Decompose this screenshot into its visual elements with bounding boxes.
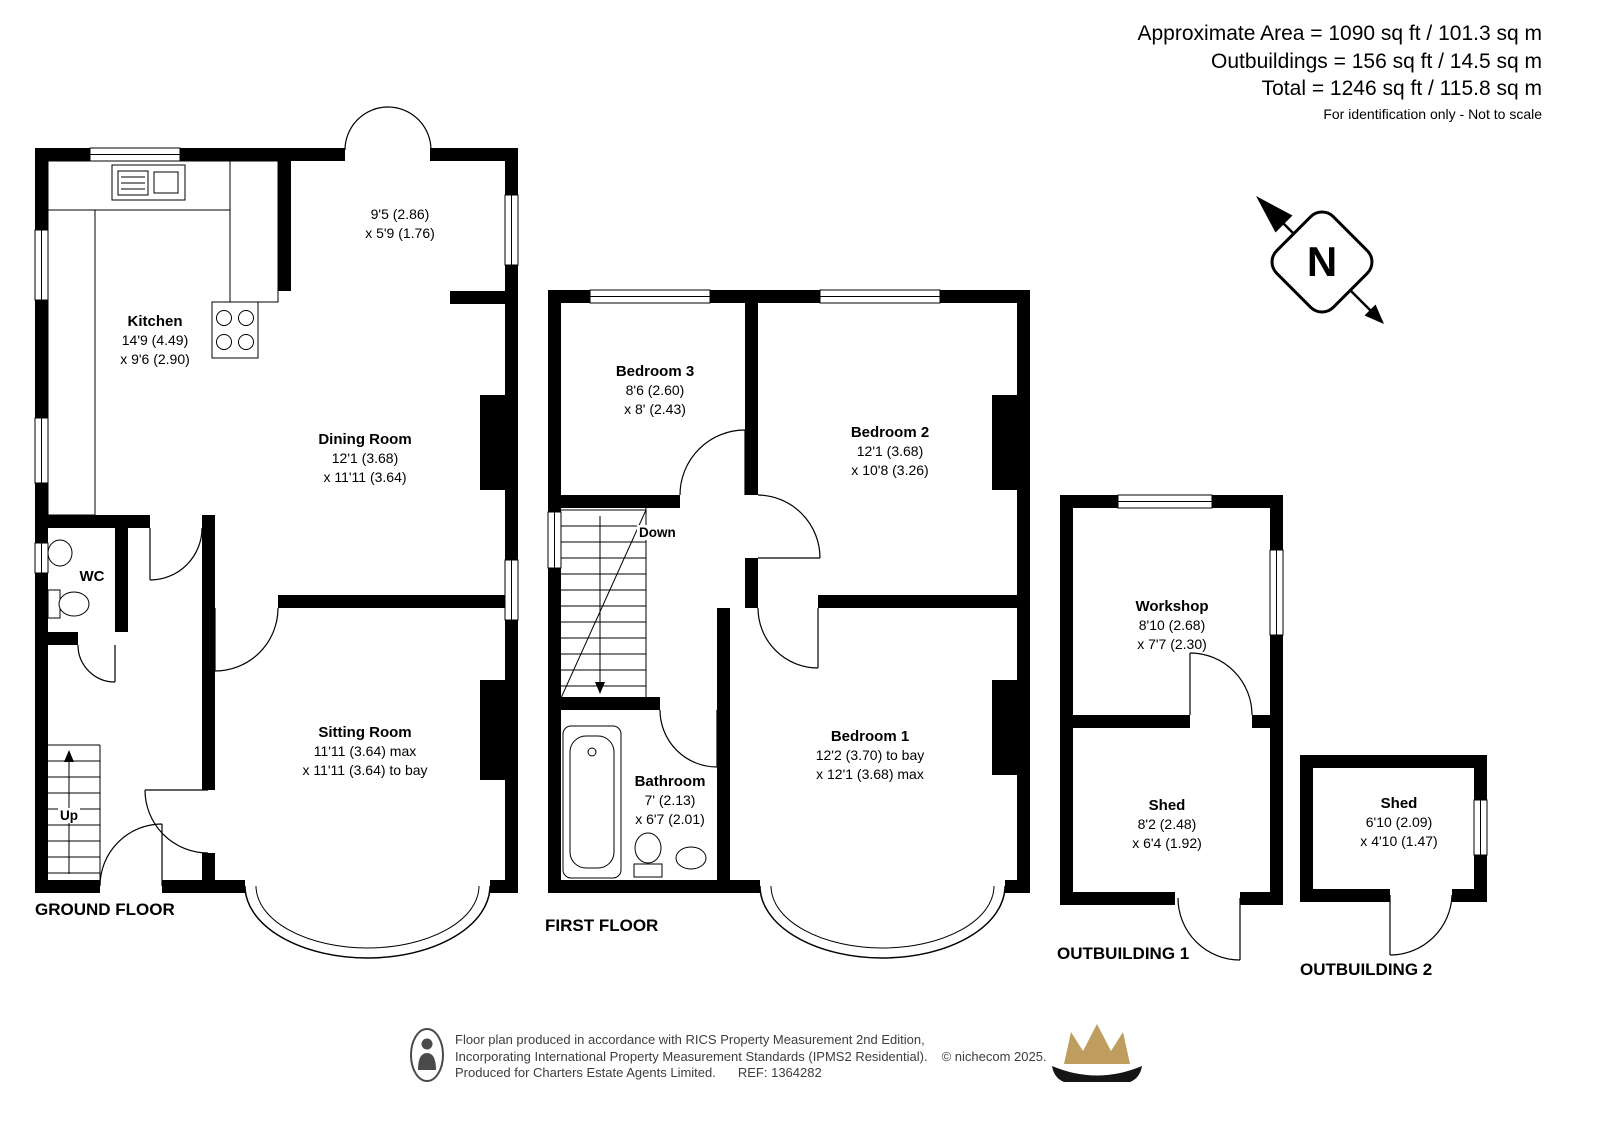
approximate-area: Approximate Area = 1090 sq ft / 101.3 sq… xyxy=(1137,22,1543,45)
footer-line2: Incorporating International Property Mea… xyxy=(455,1048,928,1064)
compass-icon: N xyxy=(1256,196,1384,324)
room-label-shed2: Shed 6'10 (2.09) x 4'10 (1.47) xyxy=(1360,795,1438,849)
footer-line1: Floor plan produced in accordance with R… xyxy=(455,1032,925,1047)
first-floor-windows xyxy=(547,289,941,569)
ground-floor-stairs xyxy=(38,744,101,880)
ground-floor-label: GROUND FLOOR xyxy=(35,900,175,919)
first-floor-walls xyxy=(548,290,1030,893)
room-label-wc: WC xyxy=(79,568,105,585)
bath-tub xyxy=(562,725,622,879)
toilet xyxy=(634,832,662,864)
outbuilding1-walls xyxy=(1060,495,1283,905)
outbuilding2-walls xyxy=(1300,755,1487,902)
room-label-rear-area: 9'5 (2.86) x 5'9 (1.76) xyxy=(365,206,435,241)
room-label-bathroom: Bathroom 7' (2.13) x 6'7 (2.01) xyxy=(634,773,706,827)
outbuilding1-label: OUTBUILDING 1 xyxy=(1057,944,1190,963)
stove xyxy=(211,301,259,359)
room-label-workshop: Workshop 8'10 (2.68) x 7'7 (2.30) xyxy=(1135,598,1209,652)
wc-basin xyxy=(47,539,73,567)
first-floor-bay-window xyxy=(759,885,1006,959)
room-label-shed1: Shed 8'2 (2.48) x 6'4 (1.92) xyxy=(1132,797,1202,851)
wc-fixtures xyxy=(47,539,90,619)
basin xyxy=(675,846,707,870)
chimney-breast xyxy=(480,680,518,780)
footer-copyright: © nichecom 2025. xyxy=(941,1048,1047,1064)
stairs-down-label: Down xyxy=(637,525,678,540)
ground-floor-doors xyxy=(77,106,432,887)
room-label-bedroom3: Bedroom 3 8'6 (2.60) x 8' (2.43) xyxy=(615,363,695,417)
chimney-breast xyxy=(480,395,518,490)
footer-ref: REF: 1364282 xyxy=(737,1065,822,1080)
outbuilding1-doors xyxy=(1177,652,1253,961)
scale-disclaimer: For identification only - Not to scale xyxy=(1323,105,1542,122)
kitchen-fixtures xyxy=(47,160,279,516)
ground-floor-windows xyxy=(34,147,519,621)
wc-toilet xyxy=(58,591,90,617)
first-floor-stairs xyxy=(560,508,647,700)
ground-floor-bay-window xyxy=(244,885,491,959)
room-label-bedroom2: Bedroom 2 12'1 (3.68) x 10'8 (3.26) xyxy=(850,424,930,478)
area-summary: Approximate Area = 1090 sq ft / 101.3 sq… xyxy=(1138,20,1543,122)
room-label-sitting-room: Sitting Room 11'11 (3.64) max x 11'11 (3… xyxy=(302,724,428,778)
footer-disclaimer: Floor plan produced in accordance with R… xyxy=(455,1032,1047,1082)
bathroom-fixtures xyxy=(562,725,707,879)
outbuildings-area: Outbuildings = 156 sq ft / 14.5 sq m xyxy=(1211,49,1542,73)
outbuilding1-windows xyxy=(1117,494,1284,636)
ground-floor-walls xyxy=(35,148,518,893)
stairs-up-label: Up xyxy=(58,808,80,823)
person-icon xyxy=(410,1028,444,1082)
chimney-breast xyxy=(992,395,1030,490)
chimney-breast xyxy=(992,680,1030,775)
first-floor-doors xyxy=(659,429,821,768)
outbuilding2-windows xyxy=(1473,799,1488,856)
room-label-dining-room: Dining Room 12'1 (3.68) x 11'11 (3.64) xyxy=(318,431,412,485)
outbuilding2-doors xyxy=(1389,894,1453,956)
first-floor-label: FIRST FLOOR xyxy=(545,916,659,935)
room-label-bedroom1: Bedroom 1 12'2 (3.70) to bay x 12'1 (3.6… xyxy=(815,728,925,782)
crown-logo-icon xyxy=(1052,1024,1142,1082)
room-label-kitchen: Kitchen 14'9 (4.49) x 9'6 (2.90) xyxy=(120,313,190,367)
outbuilding2-label: OUTBUILDING 2 xyxy=(1300,960,1433,979)
footer-line3: Produced for Charters Estate Agents Limi… xyxy=(455,1065,716,1080)
total-area: Total = 1246 sq ft / 115.8 sq m xyxy=(1261,77,1542,100)
compass-north-label: N xyxy=(1307,238,1337,285)
